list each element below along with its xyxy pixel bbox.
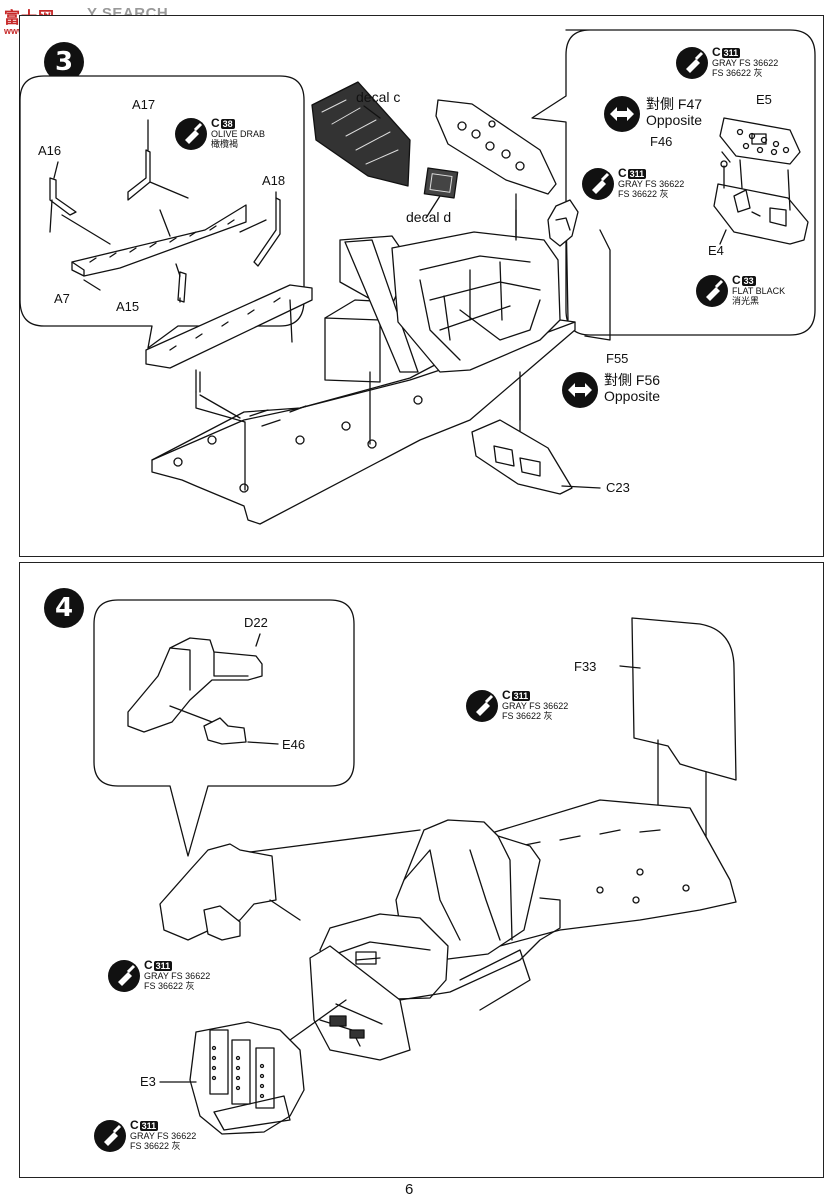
label-a16: A16 bbox=[38, 143, 62, 158]
label-e3: E3 bbox=[140, 1074, 156, 1089]
label-decal-d: decal d bbox=[406, 209, 452, 225]
label-a17: A17 bbox=[132, 97, 156, 112]
label-f46: F46 bbox=[650, 134, 673, 149]
label-c23: C23 bbox=[606, 480, 630, 495]
label-decal-c: decal c bbox=[356, 89, 401, 105]
paint-brush-icon bbox=[175, 118, 207, 150]
label-a7: A7 bbox=[54, 291, 70, 306]
label-e5: E5 bbox=[756, 92, 772, 107]
step-4-badge: 4 bbox=[44, 588, 84, 628]
paint-brush-icon bbox=[466, 690, 498, 722]
paint-brush-icon bbox=[582, 168, 614, 200]
label-a15: A15 bbox=[116, 299, 140, 314]
double-arrow-icon bbox=[604, 96, 640, 132]
double-arrow-icon bbox=[562, 372, 598, 408]
paint-brush-icon bbox=[676, 47, 708, 79]
label-e46: E46 bbox=[282, 737, 306, 752]
paint-brush-icon bbox=[696, 275, 728, 307]
label-f55: F55 bbox=[606, 351, 629, 366]
page-number: 6 bbox=[405, 1181, 414, 1198]
paint-brush-icon bbox=[94, 1120, 126, 1152]
label-f33: F33 bbox=[574, 659, 597, 674]
label-e4: E4 bbox=[708, 243, 724, 258]
label-d22: D22 bbox=[244, 615, 268, 630]
step-3-badge: 3 bbox=[44, 42, 84, 82]
label-a18: A18 bbox=[262, 173, 286, 188]
paint-brush-icon bbox=[108, 960, 140, 992]
